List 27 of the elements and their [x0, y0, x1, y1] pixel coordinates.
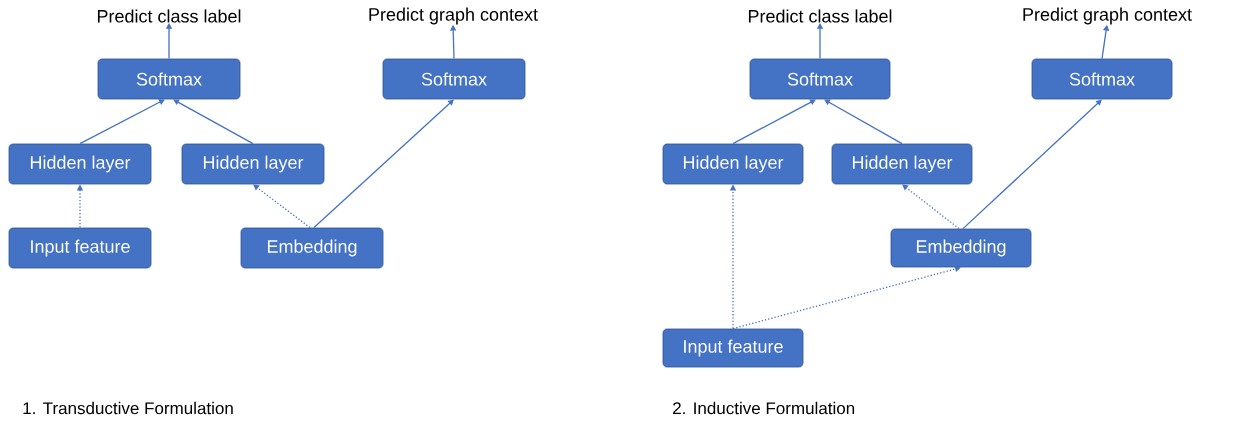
- output-label: Predict class label: [97, 9, 241, 23]
- caption: 2. Inductive Formulation: [673, 401, 855, 415]
- layer-box: Embedding: [240, 227, 384, 269]
- layer-box: Softmax: [1031, 58, 1173, 100]
- arrow: [253, 184, 311, 229]
- output-label: Predict class label: [748, 9, 892, 23]
- layer-box: Hidden layer: [8, 143, 152, 185]
- layer-box: Hidden layer: [662, 143, 804, 185]
- arrow: [313, 99, 454, 229]
- layer-box: Hidden layer: [831, 143, 973, 185]
- arrow: [962, 99, 1102, 230]
- layer-box: Input feature: [662, 328, 804, 368]
- layer-box: Hidden layer: [181, 143, 325, 185]
- output-label: Predict graph context: [1023, 7, 1192, 25]
- output-label: Predict graph context: [369, 7, 538, 25]
- layer-box: Embedding: [890, 228, 1032, 268]
- arrow: [79, 99, 165, 145]
- arrow: [824, 99, 903, 145]
- arrow: [732, 265, 961, 330]
- layer-box: Softmax: [382, 58, 526, 100]
- arrow: [902, 184, 960, 230]
- caption: 1. Transductive Formulation: [23, 401, 233, 415]
- layer-box: Input feature: [8, 227, 152, 269]
- arrow: [732, 99, 816, 145]
- layer-box: Softmax: [749, 58, 891, 100]
- layer-box: Softmax: [97, 58, 241, 100]
- arrow: [173, 99, 254, 145]
